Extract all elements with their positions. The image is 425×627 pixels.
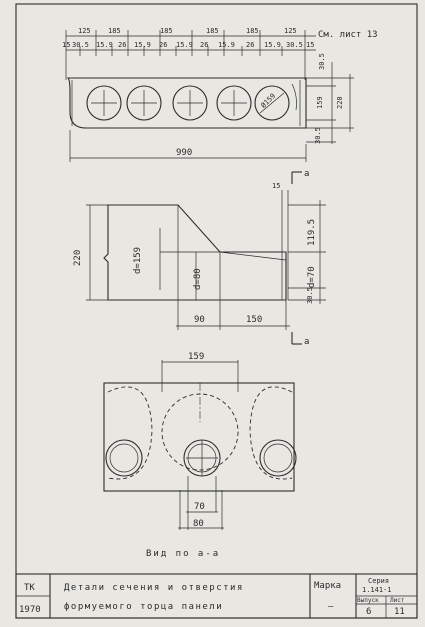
dim-second-0: 15 bbox=[62, 41, 70, 49]
section-right-0: 119.5 bbox=[307, 219, 317, 246]
hole-1 bbox=[86, 85, 122, 121]
view-small-hole-3 bbox=[259, 439, 297, 477]
dim-second-8: 15.9 bbox=[218, 41, 235, 49]
section-view: a 15 d=159 d=80 220 119.5 d=70 30.5 bbox=[73, 169, 326, 347]
view-aa: 159 70 80 Вид по а-а bbox=[103, 352, 297, 559]
view-large-hole bbox=[161, 393, 239, 471]
d-small-label: d=80 bbox=[193, 268, 203, 290]
dim-right-1: 159 bbox=[316, 96, 324, 109]
top-view: 125 185 185 185 185 125 15 30.5 15.9 26 … bbox=[62, 27, 378, 162]
d-large-label: d=159 bbox=[133, 247, 143, 274]
dim-second-12: 15 bbox=[306, 41, 314, 49]
vypusk-value: 6 bbox=[366, 607, 371, 617]
view-caption: Вид по а-а bbox=[146, 549, 220, 559]
panel-outline bbox=[66, 77, 307, 129]
dim-top-5: 125 bbox=[284, 27, 297, 35]
view-outline bbox=[103, 382, 295, 492]
cut-label-top: a bbox=[304, 169, 309, 179]
title-year: 1970 bbox=[19, 605, 41, 615]
ref-note: См. лист 13 bbox=[318, 30, 378, 40]
title-org: ТК bbox=[24, 583, 35, 593]
marka-label: Марка bbox=[314, 581, 341, 591]
dim-990: 990 bbox=[176, 148, 192, 158]
section-outline bbox=[103, 204, 287, 301]
dim-second-6: 15.9 bbox=[176, 41, 193, 49]
title-line-1: Детали сечения и отверстия bbox=[64, 583, 244, 593]
view-top-dim: 159 bbox=[188, 352, 204, 362]
hole-5 bbox=[254, 85, 290, 121]
dim-second-10: 15.9 bbox=[264, 41, 281, 49]
title-line-2: формуемого торца панели bbox=[64, 602, 223, 612]
section-bottom-0: 90 bbox=[194, 315, 205, 325]
dim-right-3: 30.5 bbox=[314, 127, 322, 144]
list-label: Лист bbox=[390, 597, 405, 604]
dim-top-2: 185 bbox=[160, 27, 173, 35]
section-right-1: d=70 bbox=[307, 266, 317, 288]
dim-top-4: 185 bbox=[246, 27, 259, 35]
dim-second-11: 30.5 bbox=[286, 41, 303, 49]
panel-holes bbox=[86, 83, 297, 121]
section-height: 220 bbox=[73, 250, 83, 266]
list-value: 11 bbox=[394, 607, 405, 617]
dim-second-2: 15.9 bbox=[96, 41, 113, 49]
dim-second-3: 26 bbox=[118, 41, 126, 49]
hole-3 bbox=[172, 85, 208, 121]
dim-second-5: 26 bbox=[159, 41, 167, 49]
sheet-frame bbox=[15, 3, 418, 619]
dim-right-2: 220 bbox=[336, 96, 344, 109]
view-bottom-1: 80 bbox=[193, 519, 204, 529]
section-right-2: 30.5 bbox=[306, 287, 314, 304]
dim-second-4: 15.9 bbox=[134, 41, 151, 49]
vypusk-label: Выпуск bbox=[357, 597, 379, 604]
dim-right-0: 30.5 bbox=[318, 53, 326, 70]
title-block bbox=[15, 573, 418, 619]
dim-top-3: 185 bbox=[206, 27, 219, 35]
marka-value: — bbox=[328, 602, 334, 612]
dim-second-1: 30.5 bbox=[72, 41, 89, 49]
view-small-hole-1 bbox=[105, 439, 143, 477]
hole-4 bbox=[216, 85, 252, 121]
seria-value: 1.141-1 bbox=[362, 586, 392, 594]
dim-top-1: 185 bbox=[108, 27, 121, 35]
seria-label: Серия bbox=[368, 577, 389, 585]
dim-top-0: 125 bbox=[78, 27, 91, 35]
dim-second-9: 26 bbox=[246, 41, 254, 49]
cut-label-bottom: a bbox=[304, 337, 309, 347]
dim-second-7: 26 bbox=[200, 41, 208, 49]
section-bottom-1: 150 bbox=[246, 315, 262, 325]
section-marker-15: 15 bbox=[272, 182, 280, 190]
hole-2 bbox=[126, 85, 162, 121]
view-bottom-0: 70 bbox=[194, 502, 205, 512]
